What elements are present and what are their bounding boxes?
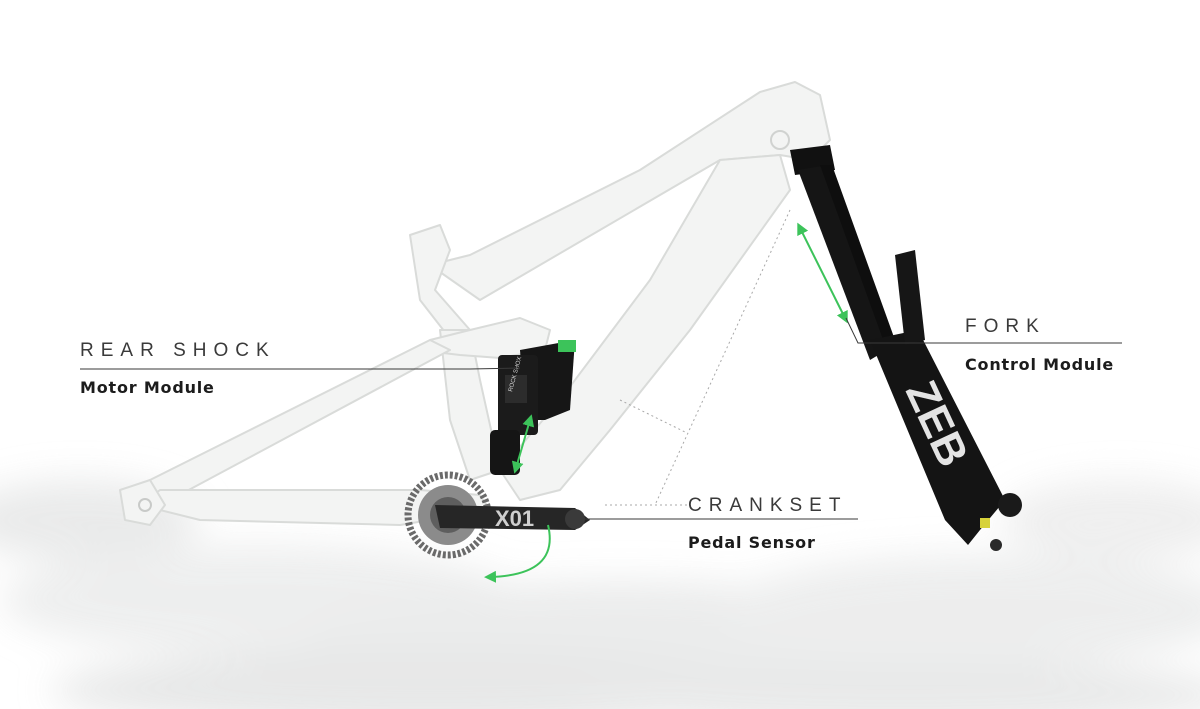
crankset-title: CRANKSET: [688, 495, 848, 516]
rear-shock-subtitle: Motor Module: [80, 378, 215, 397]
shock-travel-arrow: [511, 414, 535, 474]
rear-shock-leader: [80, 367, 521, 370]
fork-subtitle: Control Module: [965, 355, 1115, 374]
leader-lines: [80, 317, 1122, 520]
guide-lines: [605, 209, 791, 506]
crank-rotation-arrow: [484, 524, 551, 583]
rear-shock-title: REAR SHOCK: [80, 340, 276, 361]
bike-frame: [119, 81, 831, 526]
fork-leader: [845, 317, 1122, 344]
headtube-badge: [770, 130, 790, 150]
crankset-subtitle: Pedal Sensor: [688, 533, 816, 552]
crankset-component: [404, 471, 590, 559]
fork-travel-arrow: [797, 222, 848, 324]
fork-component: [790, 145, 1022, 551]
rear-axle: [138, 498, 152, 512]
travel-indicators: [484, 222, 848, 583]
crank-brand-text: X01: [495, 506, 534, 531]
fork-title: FORK: [965, 316, 1046, 337]
mist-background: [0, 480, 1200, 709]
